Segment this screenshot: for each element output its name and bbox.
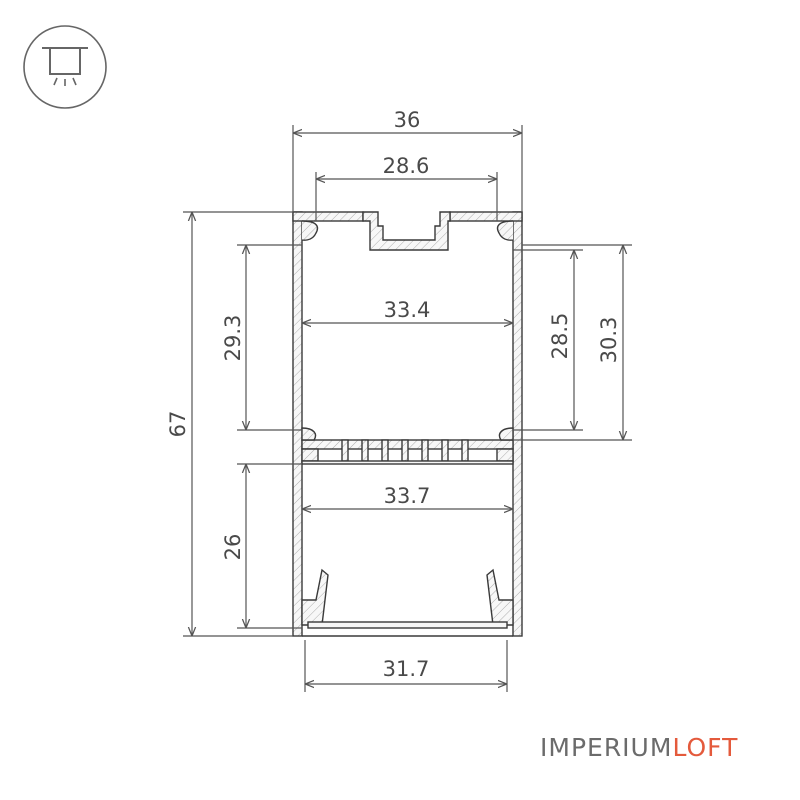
clip-right xyxy=(486,568,514,626)
clip-left xyxy=(301,568,329,626)
ceiling-suspended-light-icon xyxy=(23,25,107,109)
left-wall xyxy=(292,211,303,637)
right-wall xyxy=(512,211,523,637)
brand-name-part1: IMPERIUM xyxy=(540,733,673,762)
profile-cross-section xyxy=(292,211,523,637)
brand-name-part2: LOFT xyxy=(672,733,739,762)
dim-label-width-lower-inner: 33.7 xyxy=(384,484,431,508)
dim-label-width-total: 36 xyxy=(394,108,421,132)
dim-label-height-upper-right-outer: 30.3 xyxy=(597,317,621,364)
dimension-lines xyxy=(183,125,632,692)
dim-label-height-upper-right-inner: 28.5 xyxy=(548,313,572,360)
groove-top-right xyxy=(496,220,514,241)
dim-label-height-upper-left: 29.3 xyxy=(221,315,245,362)
dim-label-width-bottom-opening: 31.7 xyxy=(383,657,430,681)
top-wall-left xyxy=(292,211,364,222)
brand-logo: IMPERIUMLOFT xyxy=(540,733,738,762)
diffuser xyxy=(307,621,508,629)
top-slot xyxy=(362,211,451,251)
dim-label-height-total: 67 xyxy=(166,411,190,438)
dimension-labels: 36 28.6 33.4 33.7 31.7 67 29.3 26 28.5 3… xyxy=(166,108,621,681)
top-wall-right xyxy=(449,211,523,222)
groove-top-left xyxy=(301,220,319,241)
dim-label-width-upper-inner: 33.4 xyxy=(384,298,431,322)
dim-label-width-top-slot: 28.6 xyxy=(383,154,430,178)
dim-label-height-lower: 26 xyxy=(221,534,245,561)
